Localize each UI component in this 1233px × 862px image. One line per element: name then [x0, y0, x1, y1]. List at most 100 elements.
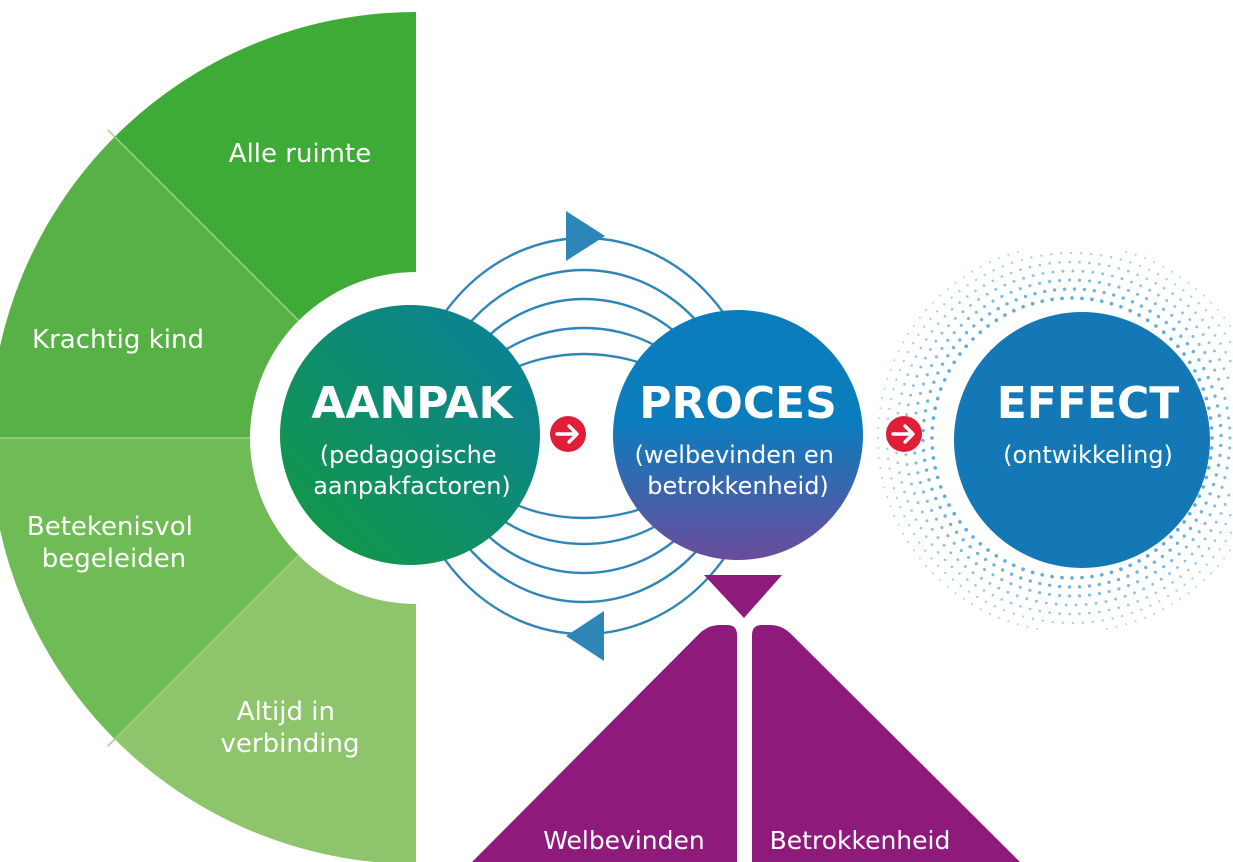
halo-dot	[932, 572, 935, 575]
halo-dot	[969, 303, 972, 307]
halo-dot	[967, 590, 970, 593]
halo-dot	[1228, 426, 1232, 430]
halo-dot	[1109, 256, 1113, 259]
halo-dot	[936, 371, 940, 375]
halo-dot	[988, 261, 991, 264]
halo-dot	[914, 461, 918, 465]
halo-dot	[1129, 261, 1132, 264]
halo-dot	[958, 338, 962, 342]
halo-dot	[930, 527, 934, 531]
halo-dot	[1174, 283, 1177, 286]
halo-dot	[1201, 333, 1205, 336]
halo-dot	[925, 499, 929, 503]
halo-dot	[1209, 426, 1214, 430]
halo-dot	[1078, 612, 1081, 616]
halo-dot	[902, 341, 905, 344]
halo-dot	[1194, 311, 1197, 314]
halo-dot	[1081, 621, 1084, 624]
halo-dot	[1218, 358, 1221, 362]
halo-dot	[1195, 287, 1198, 291]
halo-dot	[1159, 577, 1163, 581]
halo-dot	[1080, 575, 1084, 580]
halo-dot	[1119, 567, 1123, 571]
halo-dot	[1188, 526, 1193, 531]
halo-dot	[986, 548, 990, 552]
halo-dot	[1016, 250, 1019, 253]
halo-dot	[1213, 539, 1217, 542]
halo-dot	[1176, 344, 1180, 349]
halo-dot	[887, 457, 890, 460]
halo-dot	[962, 275, 965, 279]
effect-circle: EFFECT (ontwikkeling)	[954, 312, 1210, 568]
halo-dot	[1038, 281, 1042, 285]
halo-dot	[1000, 568, 1005, 572]
halo-dot	[1048, 611, 1051, 614]
halo-dot	[1044, 601, 1048, 605]
halo-dot	[1216, 308, 1219, 311]
halo-dot	[921, 438, 925, 443]
halo-dot	[924, 468, 929, 472]
halo-dot	[1036, 627, 1039, 630]
halo-dot	[1101, 619, 1104, 622]
halo-dot	[1208, 416, 1213, 420]
triangle-arrowhead-icon	[566, 611, 604, 661]
halo-dot	[914, 411, 918, 415]
halo-dot	[1139, 304, 1144, 308]
halo-dot	[1138, 264, 1141, 268]
halo-dot	[959, 323, 963, 327]
halo-dot	[1127, 269, 1130, 273]
halo-dot	[1121, 296, 1125, 300]
halo-dot	[959, 549, 963, 553]
halo-dot	[902, 532, 905, 535]
halo-dot	[1190, 552, 1194, 556]
halo-dot	[1153, 570, 1157, 574]
halo-dot	[922, 418, 926, 423]
halo-dot	[1145, 596, 1149, 599]
halo-dot	[934, 496, 938, 501]
halo-dot	[982, 284, 986, 287]
halo-dot	[930, 543, 934, 546]
halo-dot	[1097, 280, 1101, 284]
halo-dot	[902, 359, 905, 363]
halo-dot	[974, 310, 978, 314]
halo-dot	[1188, 318, 1192, 322]
halo-dot	[1182, 289, 1185, 292]
halo-dot	[906, 500, 910, 503]
halo-dot	[949, 551, 953, 555]
halo-dot	[1109, 570, 1114, 575]
halo-dot	[881, 476, 884, 479]
halo-dot	[1091, 620, 1094, 623]
halo-dot	[1068, 260, 1071, 264]
halo-dot	[1145, 318, 1150, 323]
halo-dot	[1119, 258, 1122, 261]
halo-dot	[1214, 520, 1218, 524]
halo-dot	[930, 364, 934, 368]
halo-dot	[964, 344, 968, 349]
halo-dot	[923, 356, 927, 360]
halo-dot	[1050, 253, 1053, 256]
halo-dot	[976, 551, 980, 556]
halo-dot	[991, 573, 995, 577]
outcome-split: Welbevinden Betrokkenheid	[472, 575, 1020, 862]
halo-dot	[1182, 352, 1186, 356]
halo-dot	[907, 350, 910, 354]
halo-dot	[1194, 562, 1197, 565]
halo-dot	[943, 303, 946, 306]
halo-dot	[918, 391, 922, 396]
halo-dot	[953, 316, 957, 320]
halo-dot	[1000, 275, 1004, 278]
segment-altijd-in-verbinding	[114, 555, 416, 862]
halo-dot	[912, 549, 915, 552]
halo-dot	[943, 314, 947, 318]
halo-dot	[1179, 334, 1183, 338]
halo-dot	[898, 402, 901, 405]
halo-dot	[925, 519, 929, 523]
halo-dot	[1207, 547, 1211, 550]
halo-dot	[982, 589, 986, 592]
halo-dot	[1117, 606, 1121, 609]
halo-dot	[971, 571, 975, 575]
halo-dot	[978, 330, 983, 335]
halo-dot	[1001, 265, 1004, 268]
halo-dot	[1175, 541, 1180, 545]
halo-dot	[971, 270, 974, 273]
